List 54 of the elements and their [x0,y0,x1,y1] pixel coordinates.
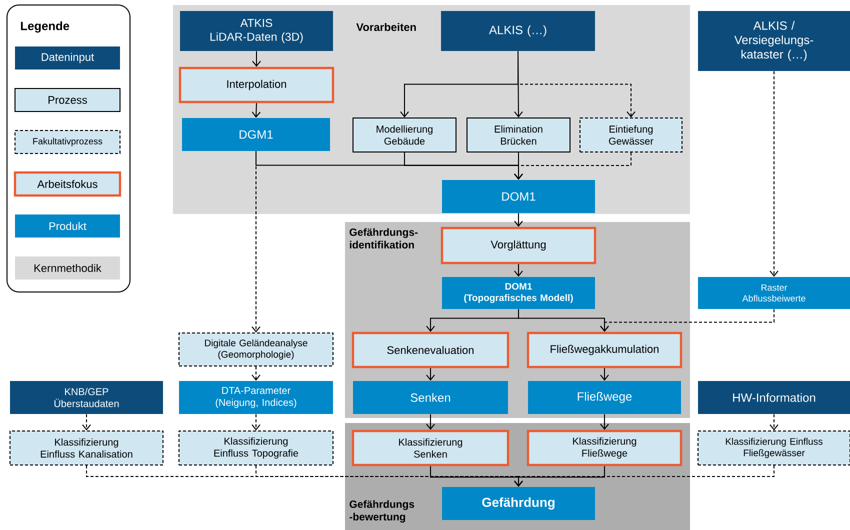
arrow [252,50,261,67]
focus-process-box: Interpolation [178,66,334,104]
optional-process-box: Klassifizierung Einfluss Fließgewässer [698,430,850,466]
optional-process-box: Klassifizierung Einfluss Kanalisation [10,430,164,466]
product-box: Fließwege [528,381,681,414]
optional-process-box: Eintiefung Gewässer [580,118,682,152]
dashed-arrow [770,414,778,430]
band-heading: Gefährdungs- identifikation [350,228,418,249]
product-box: Gefährdung [442,487,595,520]
dashed-arrow [770,70,778,277]
data-input-box: HW-Information [698,381,850,414]
data-input-box: ATKIS LiDAR-Daten (3D) [180,11,333,51]
focus-process-box: Klassifizierung Fließwege [526,430,682,466]
arrow [252,102,261,118]
focus-process-box: Vorglättung [440,226,596,264]
optional-process-box: Klassifizierung Einfluss Topografie [178,430,334,466]
product-box: DOM1 (Topografisches Modell) [442,277,595,309]
focus-process-box: Fließwegakkumulation [526,332,682,368]
arrow [426,368,435,381]
legend-key: Kernmethodik [15,256,120,280]
focus-process-box: Klassifizierung Senken [352,430,510,466]
product-box: DOM1 [442,180,595,213]
arrow [514,264,523,277]
dashed-arrow [82,414,91,430]
data-input-box: ALKIS (…) [441,11,595,51]
arrow [600,414,609,430]
legend-title: Legende [21,21,70,33]
data-input-box: KNB/GEP Überstaudaten [10,381,163,414]
dashed-arrow [514,152,632,180]
product-box: Senken [353,381,508,414]
data-input-box: ALKIS / Versiegelungs- kataster (…) [698,11,850,71]
legend-key: Arbeitsfokus [14,171,122,197]
dashed-arrow [252,150,260,332]
band-heading: Gefährdungs -bewertung [350,500,414,523]
dashed-arrow [600,308,774,332]
dashed-arrow [514,465,774,487]
legend-key: Produkt [15,214,120,238]
arrow [514,212,523,227]
dashed-arrow [252,414,260,430]
product-box: Raster Abflussbeiwerte [698,277,850,309]
legend-key: Prozess [14,88,120,112]
optional-process-box: Digitale Geländeanalyse (Geomorphologie) [178,332,334,366]
product-box: DTA-Parameter (Neigung, Indices) [179,381,333,414]
focus-process-box: Senkenevaluation [352,332,510,368]
dashed-arrow [252,366,260,381]
legend-key: Dateninput [15,46,120,70]
arrow [426,414,435,430]
legend-key: Fakultativprozess [14,130,120,154]
process-box: Modellierung Gebäude [352,118,456,152]
arrow [600,368,609,381]
product-box: DGM1 [182,118,330,151]
process-box: Elimination Brücken [466,118,570,152]
dashed-arrow [518,50,636,118]
band-heading: Vorarbeiten [356,22,416,32]
